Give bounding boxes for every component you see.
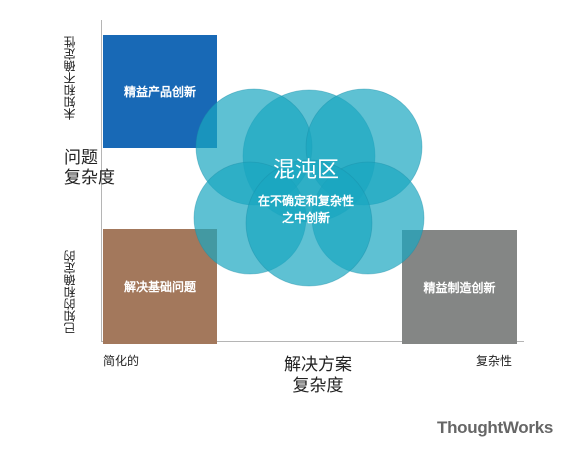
box-solve-basic-problems: 解决基础问题 [103,229,217,344]
box-lean-manufacturing-innovation: 精益制造创新 [402,230,517,344]
thoughtworks-logo: ThoughtWorks [437,418,554,437]
y-axis-line [101,20,102,342]
petal [245,159,373,287]
x-axis-right-label: 复杂性 [476,354,513,368]
y-axis-top-label: 未知和不确定性 [63,36,77,120]
chaos-zone-title: 混沌区 [272,158,339,183]
x-axis-line [101,341,524,342]
box-lean-product-innovation: 精益产品创新 [103,35,217,148]
x-axis-title: 解决方案 复杂度 [284,355,352,396]
x-axis-left-label: 简化的 [103,354,140,368]
y-axis-bottom-label-wrap: 已知的和确定的 [61,234,78,334]
y-axis-top-label-wrap: 未知和不确定性 [61,28,78,120]
box-label: 精益产品创新 [123,85,196,99]
chaos-zone-subtitle: 在不确定和复杂性 之中创新 [257,194,354,225]
box-label: 精益制造创新 [423,280,496,295]
box-label: 解决基础问题 [123,280,196,294]
y-axis-bottom-label: 已知的和确定的 [63,250,77,334]
y-axis-title: 问题 复杂度 [64,148,115,188]
